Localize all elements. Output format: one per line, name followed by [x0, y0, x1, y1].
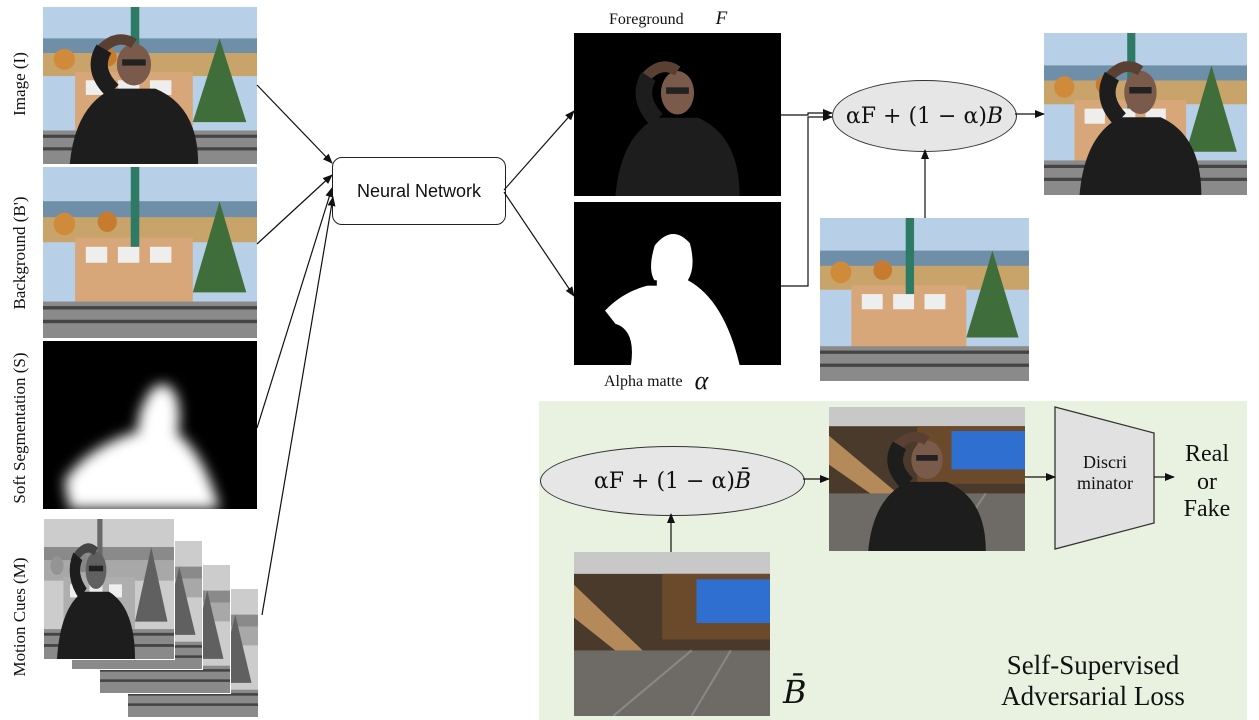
adversarial-formula-ellipse: αF + (1 − α)B̄ — [540, 446, 805, 516]
foreground-photo — [574, 33, 781, 196]
arrow-segmentation-to-network — [256, 187, 334, 429]
alpha-caption: Alpha matte α — [604, 366, 709, 395]
adversarial-loss-title: Self-Supervised Adversarial Loss — [1001, 650, 1185, 712]
discriminator-label: Discri minator — [1077, 452, 1133, 493]
alpha-symbol: α — [694, 366, 709, 395]
adversarial-formula: αF + (1 − α)B̄ — [593, 468, 752, 494]
discriminator-shape — [1054, 406, 1155, 550]
arrow-motion-to-network — [261, 196, 336, 616]
arrow-image-to-network — [256, 84, 333, 164]
neural-network-box: Neural Network — [332, 157, 506, 225]
foreground-symbol: F — [715, 8, 728, 29]
arrow-alpha-to-composite — [781, 113, 833, 287]
foreground-caption: Foreground F — [609, 8, 728, 29]
soft-segmentation-photo — [43, 341, 257, 509]
arrow-network-to-alpha — [503, 191, 575, 297]
composite-formula: αF + (1 − α)B — [845, 103, 1004, 129]
arrow-background-to-network — [256, 174, 333, 245]
alpha-matte-photo — [574, 202, 781, 365]
new-background-symbol: B̄ — [783, 673, 807, 711]
neural-network-label: Neural Network — [356, 180, 482, 201]
motion-cues-stack — [43, 518, 259, 718]
composite-formula-ellipse: αF + (1 − α)B — [832, 80, 1017, 152]
arrow-network-to-foreground — [503, 110, 575, 191]
real-or-fake-label: Real or Fake — [1183, 441, 1231, 523]
arrow-foreground-to-composite — [781, 109, 833, 117]
